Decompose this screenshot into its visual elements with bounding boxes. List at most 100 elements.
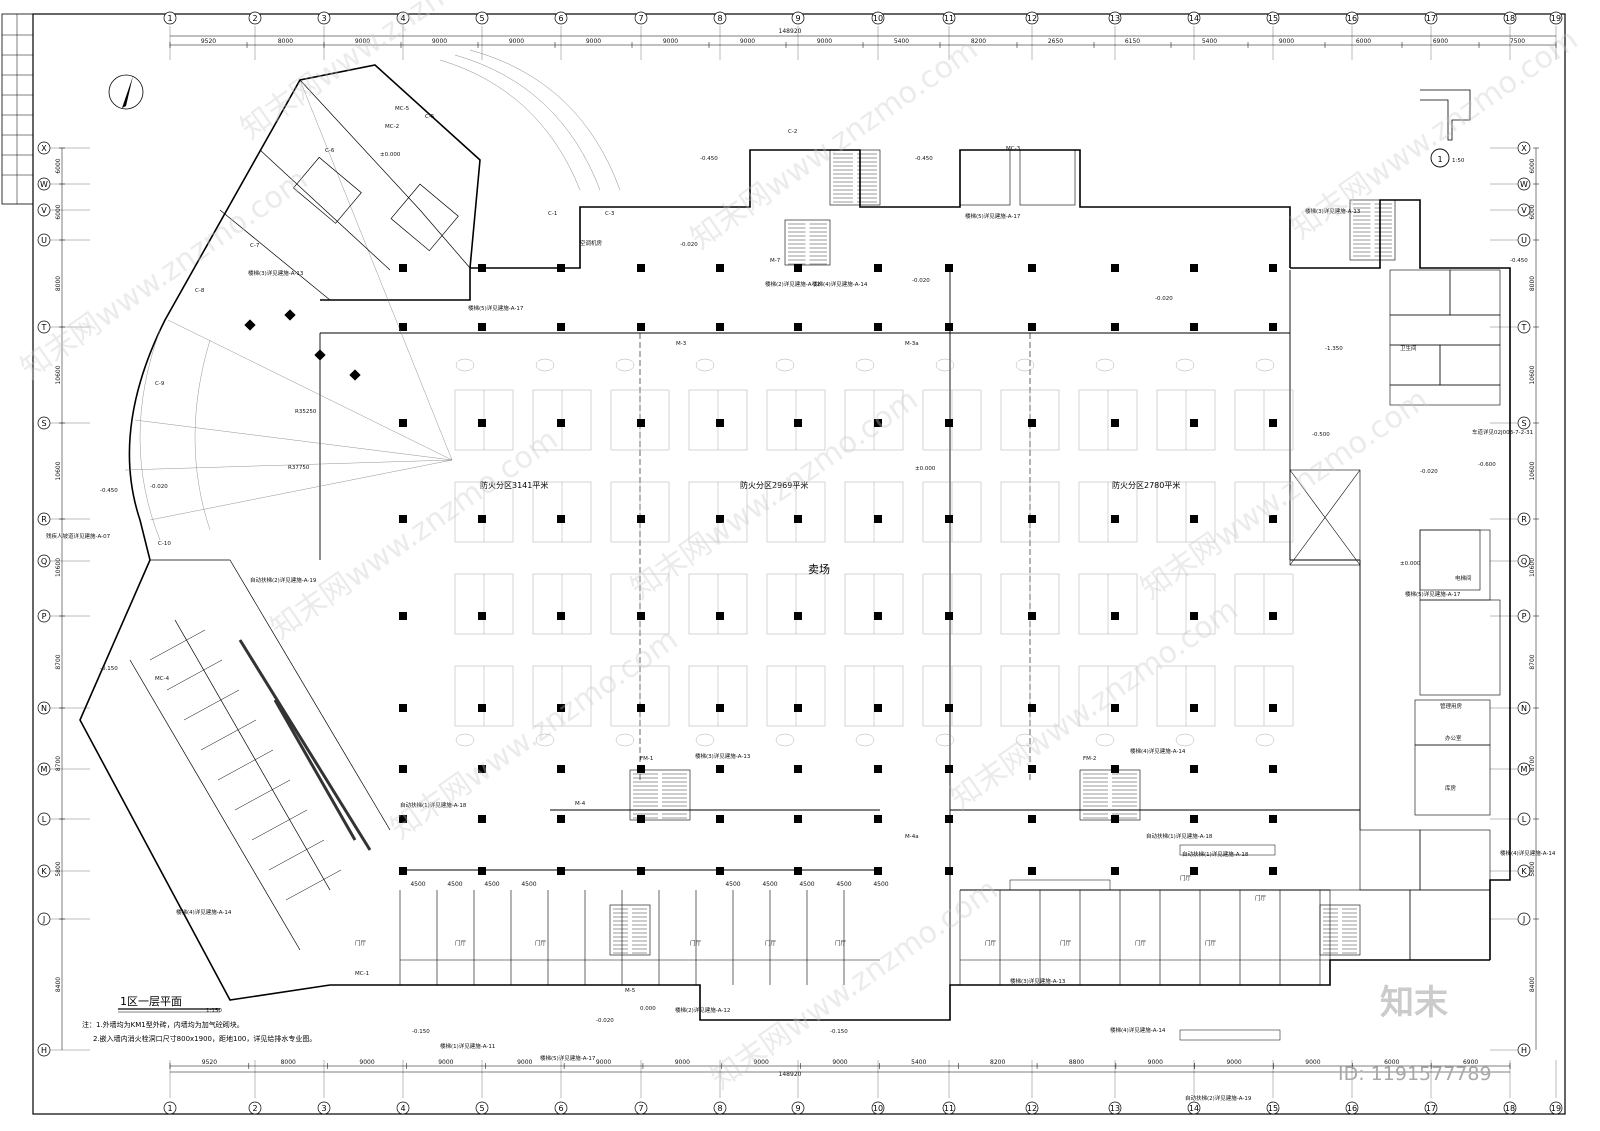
elevation-mark: -0.020 <box>150 484 168 490</box>
column-axis-bubble <box>163 11 177 25</box>
row-axis-label: T <box>41 323 47 332</box>
dimension-value: 9000 <box>1148 1059 1163 1066</box>
column <box>637 704 645 712</box>
door-window-tag: FM-2 <box>1083 756 1096 762</box>
column <box>1028 867 1036 875</box>
column <box>1028 419 1036 427</box>
column-axis-label: 11 <box>944 14 954 23</box>
column <box>716 612 724 620</box>
column <box>1111 264 1119 272</box>
dimension-value: 9000 <box>517 1059 532 1066</box>
column-axis-bubble <box>713 1101 727 1115</box>
dimension-value: 10600 <box>55 461 62 480</box>
dimension-value: 9000 <box>1226 1059 1241 1066</box>
fixture-round <box>535 733 555 747</box>
door-window-tag: M-3 <box>676 341 687 347</box>
room-label: 门厅 <box>535 939 547 947</box>
column-axis-bubble <box>1424 11 1438 25</box>
column-axis-bubble <box>871 11 885 25</box>
column <box>557 765 565 773</box>
room-labels: 门厅门厅门厅门厅门厅门厅门厅门厅门厅门厅门厅门厅空调机房卫生间电梯间办公室库房管… <box>355 239 1472 947</box>
column <box>478 704 486 712</box>
column-axis-bubble <box>1108 11 1122 25</box>
column <box>716 323 724 331</box>
column <box>1028 323 1036 331</box>
column-axis-label: 6 <box>558 14 563 23</box>
row-axis-label: P <box>42 612 47 621</box>
drawing-title-block: 1区一层平面 1:150 注：1.外墙均为KM1型外砖，内墙均为加气砼砌块。 2… <box>82 995 316 1043</box>
brand-logo: 知末 <box>1380 983 1448 1023</box>
fixture-round <box>455 358 475 372</box>
elevation-mark: -0.150 <box>100 666 118 672</box>
dimension-value: 8000 <box>55 276 62 291</box>
service-room <box>1389 269 1451 316</box>
column <box>794 323 802 331</box>
main-hall-label: 卖场 <box>808 562 830 576</box>
column-axis-bubble <box>1025 11 1039 25</box>
southwest-shop-partitions <box>149 629 342 901</box>
dimension-value: 10600 <box>55 365 62 384</box>
column <box>874 419 882 427</box>
row-axis-label: W <box>40 180 48 189</box>
dimension-value: 9520 <box>201 38 216 45</box>
dimension-value: 8000 <box>278 38 293 45</box>
column-axis-label: 13 <box>1110 1104 1120 1113</box>
dimension-value: 9000 <box>832 1059 847 1066</box>
column-axis-bubble <box>317 1101 331 1115</box>
column <box>1269 867 1277 875</box>
column <box>1190 765 1198 773</box>
column <box>478 419 486 427</box>
bay-dimension: 4500 <box>762 881 777 888</box>
column-axis-label: 16 <box>1347 1104 1357 1113</box>
door-window-tag: M-4 <box>575 801 586 807</box>
service-room <box>1414 744 1491 816</box>
column-axis-label: 3 <box>321 14 326 23</box>
column-axis-label: 10 <box>873 1104 883 1113</box>
dimension-value: 6900 <box>1463 1059 1478 1066</box>
column <box>1111 867 1119 875</box>
room-label: 门厅 <box>835 939 847 947</box>
column-axis-bubble <box>634 1101 648 1115</box>
elevation-mark: -0.020 <box>1155 296 1173 302</box>
bay-dimension: 4500 <box>873 881 888 888</box>
row-axis-label: N <box>41 704 47 713</box>
column <box>945 419 953 427</box>
column-axis-bubble <box>554 1101 568 1115</box>
dimension-value: 8800 <box>1069 1059 1084 1066</box>
service-room <box>1449 269 1501 316</box>
callout-text: 残疾人坡道详见建施-A-07 <box>46 532 111 540</box>
column <box>399 867 407 875</box>
column-axis-bubble <box>1424 1101 1438 1115</box>
column <box>1190 264 1198 272</box>
column-axis-label: 4 <box>400 14 405 23</box>
row-axis-label: M <box>41 765 48 774</box>
column <box>399 612 407 620</box>
room-label: 门厅 <box>985 939 997 947</box>
dimension-value: 9000 <box>1305 1059 1320 1066</box>
column-axis-label: 7 <box>638 1104 643 1113</box>
column-axis-bubble <box>791 1101 805 1115</box>
callout-text: 自动扶梯(1)详见建施-A-18 <box>1146 832 1213 840</box>
elevation-mark: -0.020 <box>680 242 698 248</box>
image-id: ID: 1191577789 <box>1338 1063 1492 1085</box>
shop-partitions <box>399 890 1330 985</box>
callout-text: 楼梯(2)详见建施-A-12 <box>675 1006 730 1014</box>
column-axis-bubble <box>1549 1101 1563 1115</box>
column-axis-label: 2 <box>252 14 257 23</box>
shop-wall <box>149 629 206 661</box>
dimension-value: 8700 <box>55 654 62 669</box>
column <box>399 765 407 773</box>
building-outline <box>79 64 1511 1021</box>
dimension-value: 6000 <box>1384 1059 1399 1066</box>
column-axis-label: 17 <box>1426 14 1436 23</box>
radius-callout: R35250 <box>295 409 317 415</box>
fixture-round <box>1255 358 1275 372</box>
callout-text: 楼梯(5)详见建施-A-17 <box>1405 590 1461 598</box>
column <box>637 765 645 773</box>
dimension-value: 9000 <box>740 38 755 45</box>
elevation-mark: -0.150 <box>412 1029 430 1035</box>
room-label: 门厅 <box>1180 874 1192 882</box>
dimension-value: 6000 <box>1356 38 1371 45</box>
column-axis-label: 16 <box>1347 14 1357 23</box>
